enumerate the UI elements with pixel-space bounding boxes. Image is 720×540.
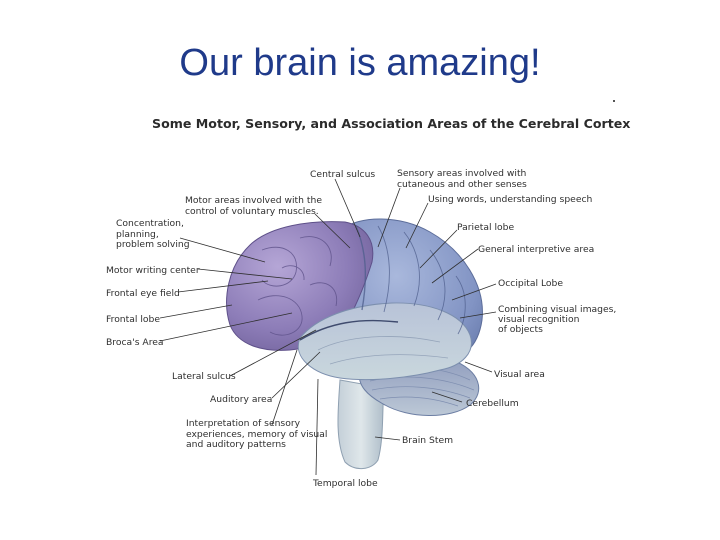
label-concentration-3: problem solving — [116, 239, 190, 250]
label-frontal-eye-field: Frontal eye field — [106, 288, 180, 299]
label-visual-area: Visual area — [494, 369, 545, 380]
label-auditory-area: Auditory area — [210, 394, 272, 405]
label-cerebellum: Cerebellum — [466, 398, 519, 409]
label-lateral-sulcus: Lateral sulcus — [172, 371, 236, 382]
label-using-words: Using words, understanding speech — [428, 194, 593, 205]
label-temporal-lobe: Temporal lobe — [312, 478, 378, 489]
label-combining-visual-2: visual recognition — [498, 314, 580, 325]
label-concentration-2: planning, — [116, 229, 159, 240]
label-sensory-areas-1: Sensory areas involved with — [397, 168, 527, 179]
label-motor-writing: Motor writing center — [106, 265, 200, 276]
brain-stem-shape — [337, 379, 385, 469]
label-general-interpretive: General interpretive area — [478, 244, 594, 255]
lateral-sulcus-line — [299, 319, 399, 341]
label-frontal-lobe: Frontal lobe — [106, 314, 160, 325]
label-sensory-areas-2: cutaneous and other senses — [397, 179, 527, 190]
figure-title: Some Motor, Sensory, and Association Are… — [152, 116, 631, 131]
label-combining-visual-3: of objects — [498, 324, 543, 335]
label-motor-areas-1: Motor areas involved with the — [185, 195, 322, 206]
slide-title: Our brain is amazing! — [179, 42, 541, 84]
label-interpretation-1: Interpretation of sensory — [186, 418, 301, 429]
label-interpretation-2: experiences, memory of visual — [186, 429, 327, 440]
label-combining-visual-1: Combining visual images, — [498, 304, 616, 315]
label-brain-stem: Brain Stem — [402, 435, 453, 446]
label-parietal-lobe: Parietal lobe — [457, 222, 514, 233]
label-brocas-area: Broca's Area — [106, 337, 164, 348]
label-central-sulcus: Central sulcus — [310, 169, 375, 180]
label-interpretation-3: and auditory patterns — [186, 439, 286, 450]
label-concentration-1: Concentration, — [116, 218, 184, 229]
label-motor-areas-2: control of voluntary muscles. — [185, 206, 319, 217]
label-occipital-lobe: Occipital Lobe — [498, 278, 563, 289]
decorative-dot — [613, 100, 615, 102]
